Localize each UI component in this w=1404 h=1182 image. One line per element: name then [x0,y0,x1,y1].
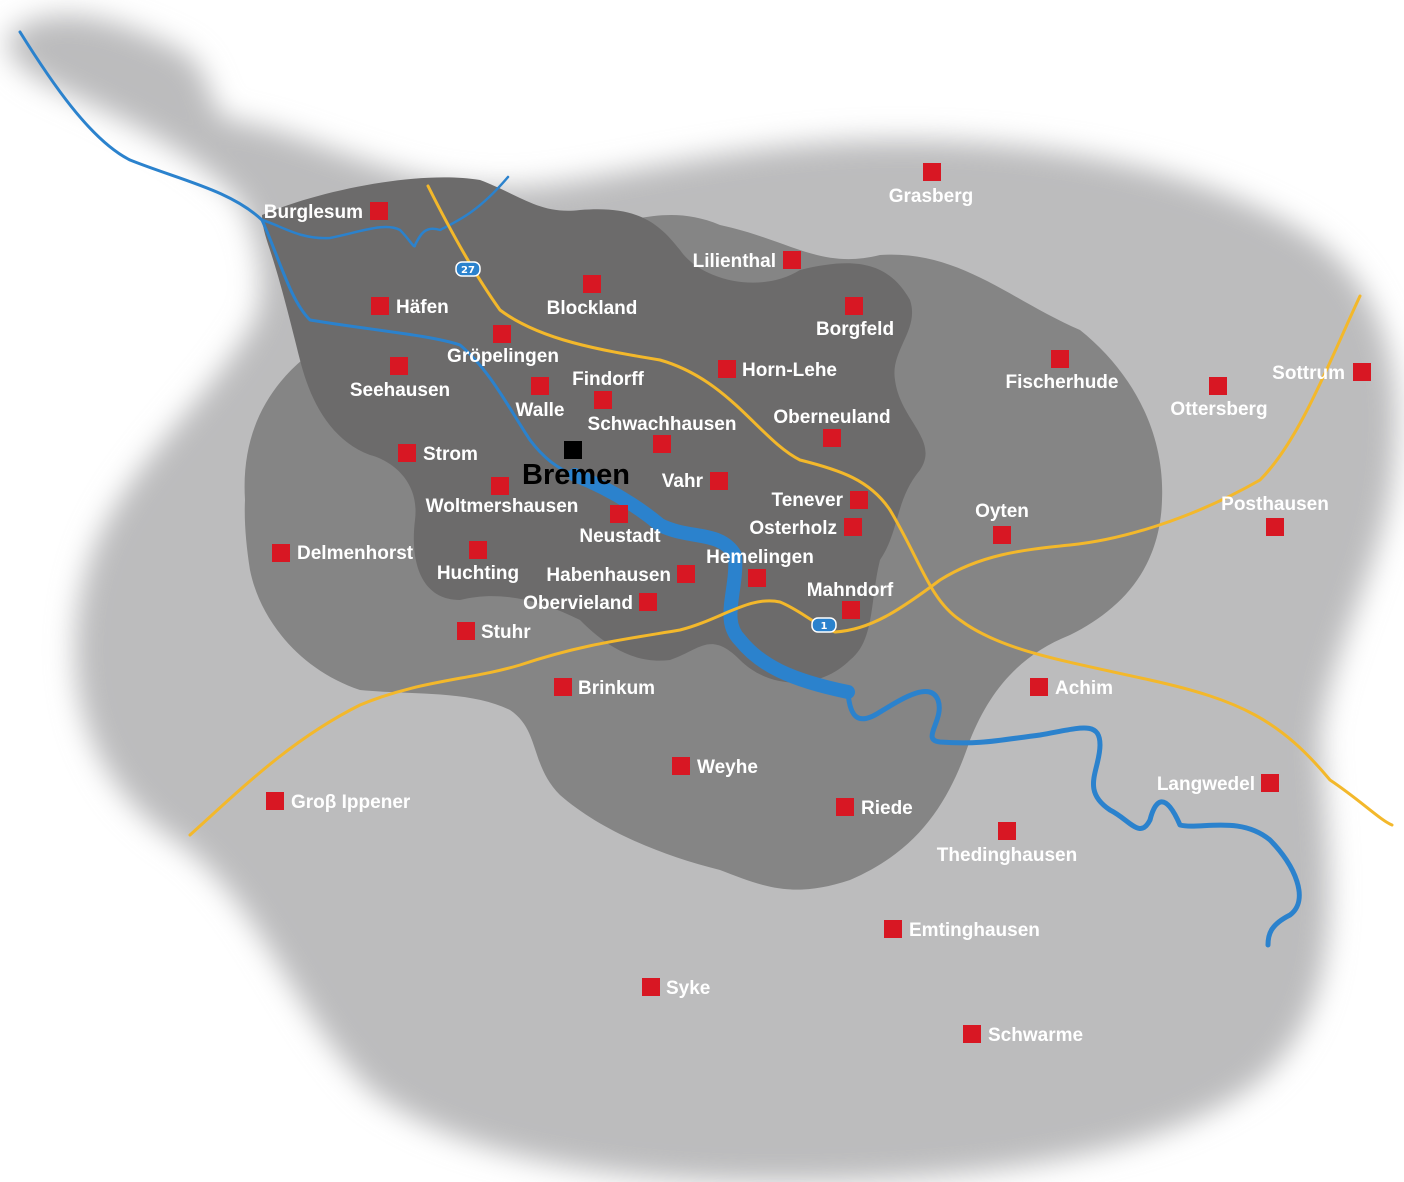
place-marker[interactable] [457,622,475,640]
place-marker[interactable] [398,444,416,462]
place-marker[interactable] [493,325,511,343]
place-label: Walle [516,400,565,421]
place-label: Vahr [662,471,704,492]
place-marker[interactable] [554,678,572,696]
place-marker[interactable] [993,526,1011,544]
place-label: Sottrum [1272,363,1345,384]
place-label: Achim [1055,678,1113,699]
place-markers: Burglesum Häfen Blockland Lilienthal Gra… [264,163,1371,1046]
place-label: Findorff [572,369,644,390]
highway-shield-a27: 27 [455,261,481,277]
place-label: Seehausen [350,380,450,401]
place-marker[interactable] [677,565,695,583]
place-label: Burglesum [264,202,363,223]
inner-region [262,177,926,683]
place-marker[interactable] [266,792,284,810]
place-marker[interactable] [963,1025,981,1043]
place-marker[interactable] [884,920,902,938]
place-marker[interactable] [272,544,290,562]
place-marker[interactable] [1261,774,1279,792]
place-marker[interactable] [610,505,628,523]
place-label: Tenever [772,490,844,511]
place-marker[interactable] [783,251,801,269]
place-label: Osterholz [749,518,837,539]
place-label: Huchting [437,563,519,584]
highway-shield-a27-label: 27 [461,265,475,276]
place-marker[interactable] [748,569,766,587]
place-label: Delmenhorst [297,543,414,564]
place-marker[interactable] [653,435,671,453]
place-marker[interactable] [1209,377,1227,395]
place-marker[interactable] [583,275,601,293]
place-marker[interactable] [923,163,941,181]
place-label: Lilienthal [693,251,776,272]
place-label: Thedinghausen [937,845,1077,866]
place-marker[interactable] [718,360,736,378]
place-marker[interactable] [594,391,612,409]
place-marker[interactable] [1266,518,1284,536]
place-marker[interactable] [642,978,660,996]
place-label: Ottersberg [1170,399,1267,420]
place-label: Mahndorf [807,580,894,601]
place-label: Fischerhude [1006,372,1119,393]
place-marker[interactable] [371,297,389,315]
place-label: Neustadt [579,526,661,547]
weser-river [18,30,1302,948]
place-marker[interactable] [845,297,863,315]
place-marker[interactable] [823,429,841,447]
place-marker[interactable] [842,601,860,619]
place-label: Riede [861,798,913,819]
place-marker[interactable] [836,798,854,816]
city-label-bremen: Bremen [522,459,630,491]
place-marker[interactable] [491,477,509,495]
place-label: Strom [423,444,478,465]
place-label: Habenhausen [546,565,671,586]
place-marker[interactable] [1051,350,1069,368]
place-label: Weyhe [697,757,758,778]
city-marker-bremen[interactable] [564,441,582,459]
place-label: Woltmershausen [426,496,579,517]
place-marker[interactable] [531,377,549,395]
place-label: Hemelingen [706,547,814,568]
place-label: Schwachhausen [588,414,737,435]
place-marker[interactable] [710,472,728,490]
place-marker[interactable] [469,541,487,559]
place-label: Oberneuland [773,407,890,428]
place-label: Häfen [396,297,449,318]
place-marker[interactable] [850,491,868,509]
highway-shield-a1-label: 1 [821,621,828,632]
place-label: Stuhr [481,622,531,643]
place-label: Borgfeld [816,319,894,340]
place-label: Grasberg [889,186,973,207]
highway-a27 [426,184,1394,827]
place-marker[interactable] [844,518,862,536]
place-marker[interactable] [390,357,408,375]
place-marker[interactable] [672,757,690,775]
place-label: Horn-Lehe [742,360,837,381]
place-label: Oyten [975,501,1029,522]
place-marker[interactable] [370,202,388,220]
place-label: Posthausen [1221,494,1329,515]
place-marker[interactable] [998,822,1016,840]
place-label: Obervieland [523,593,633,614]
place-marker[interactable] [1353,363,1371,381]
highway-shield-a1: 1 [811,617,837,633]
place-label: Groβ Ippener [291,792,411,813]
place-label: Brinkum [578,678,655,699]
place-label: Blockland [547,298,638,319]
place-label: Syke [666,978,710,999]
place-marker[interactable] [1030,678,1048,696]
place-label: Schwarme [988,1025,1083,1046]
place-label: Emtinghausen [909,920,1040,941]
place-label: Langwedel [1157,774,1255,795]
place-label: Gröpelingen [447,346,559,367]
place-marker[interactable] [639,593,657,611]
